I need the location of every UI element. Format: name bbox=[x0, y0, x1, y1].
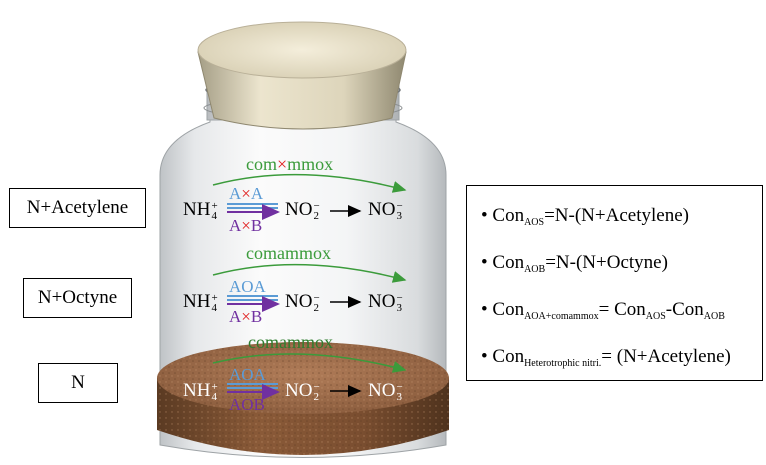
reactant-nh4-top: NH+4 bbox=[183, 199, 218, 222]
comammox-label-middle: comammox bbox=[246, 243, 331, 263]
aob-label-top: A×B bbox=[229, 216, 263, 235]
formula-aob: • ConAOB=N-(N+Octyne) bbox=[481, 252, 668, 275]
label-text: N+Acetylene bbox=[26, 197, 129, 218]
product-no3-bottom: NO−3 bbox=[368, 380, 403, 403]
row-middle-arrows bbox=[212, 263, 407, 312]
intermediate-no2-top: NO−2 bbox=[285, 199, 320, 222]
intermediate-no2-bottom: NO−2 bbox=[285, 380, 320, 403]
intermediate-no2-middle: NO−2 bbox=[285, 291, 320, 314]
formula-aoa-comammox: • ConAOA+comammox= ConAOS-ConAOB bbox=[481, 299, 725, 322]
aob-label-bottom: AOB bbox=[229, 395, 265, 414]
reactant-nh4-bottom: NH+4 bbox=[183, 380, 218, 403]
row-top-arrows bbox=[212, 173, 407, 220]
label-text: N+Octyne bbox=[37, 287, 118, 308]
comammox-label-top: com×mmox bbox=[246, 154, 334, 174]
product-no3-middle: NO−3 bbox=[368, 291, 403, 314]
label-n-acetylene: N+Acetylene bbox=[9, 188, 146, 228]
inhibited-marker: × bbox=[277, 154, 288, 174]
aoa-label-middle: AOA bbox=[229, 277, 266, 296]
formula-box: • ConAOS=N-(N+Acetylene) • ConAOB=N-(N+O… bbox=[466, 185, 763, 381]
row-bottom-arrows bbox=[212, 353, 407, 400]
aoa-label-top: A×A bbox=[229, 184, 264, 203]
label-n-octyne: N+Octyne bbox=[23, 278, 132, 318]
comammox-label-bottom: comammox bbox=[248, 332, 333, 352]
label-n: N bbox=[38, 363, 118, 403]
label-text: N bbox=[71, 372, 85, 393]
aoa-label-bottom: AOA bbox=[229, 365, 266, 384]
soil-layer bbox=[157, 342, 449, 455]
formula-heterotrophic: • ConHeterotrophic nitri.= (N+Acetylene) bbox=[481, 346, 731, 369]
aob-label-middle: A×B bbox=[229, 307, 263, 326]
formula-aos: • ConAOS=N-(N+Acetylene) bbox=[481, 205, 689, 228]
cork-stopper bbox=[197, 21, 407, 130]
reactant-nh4-middle: NH+4 bbox=[183, 291, 218, 314]
product-no3-top: NO−3 bbox=[368, 199, 403, 222]
